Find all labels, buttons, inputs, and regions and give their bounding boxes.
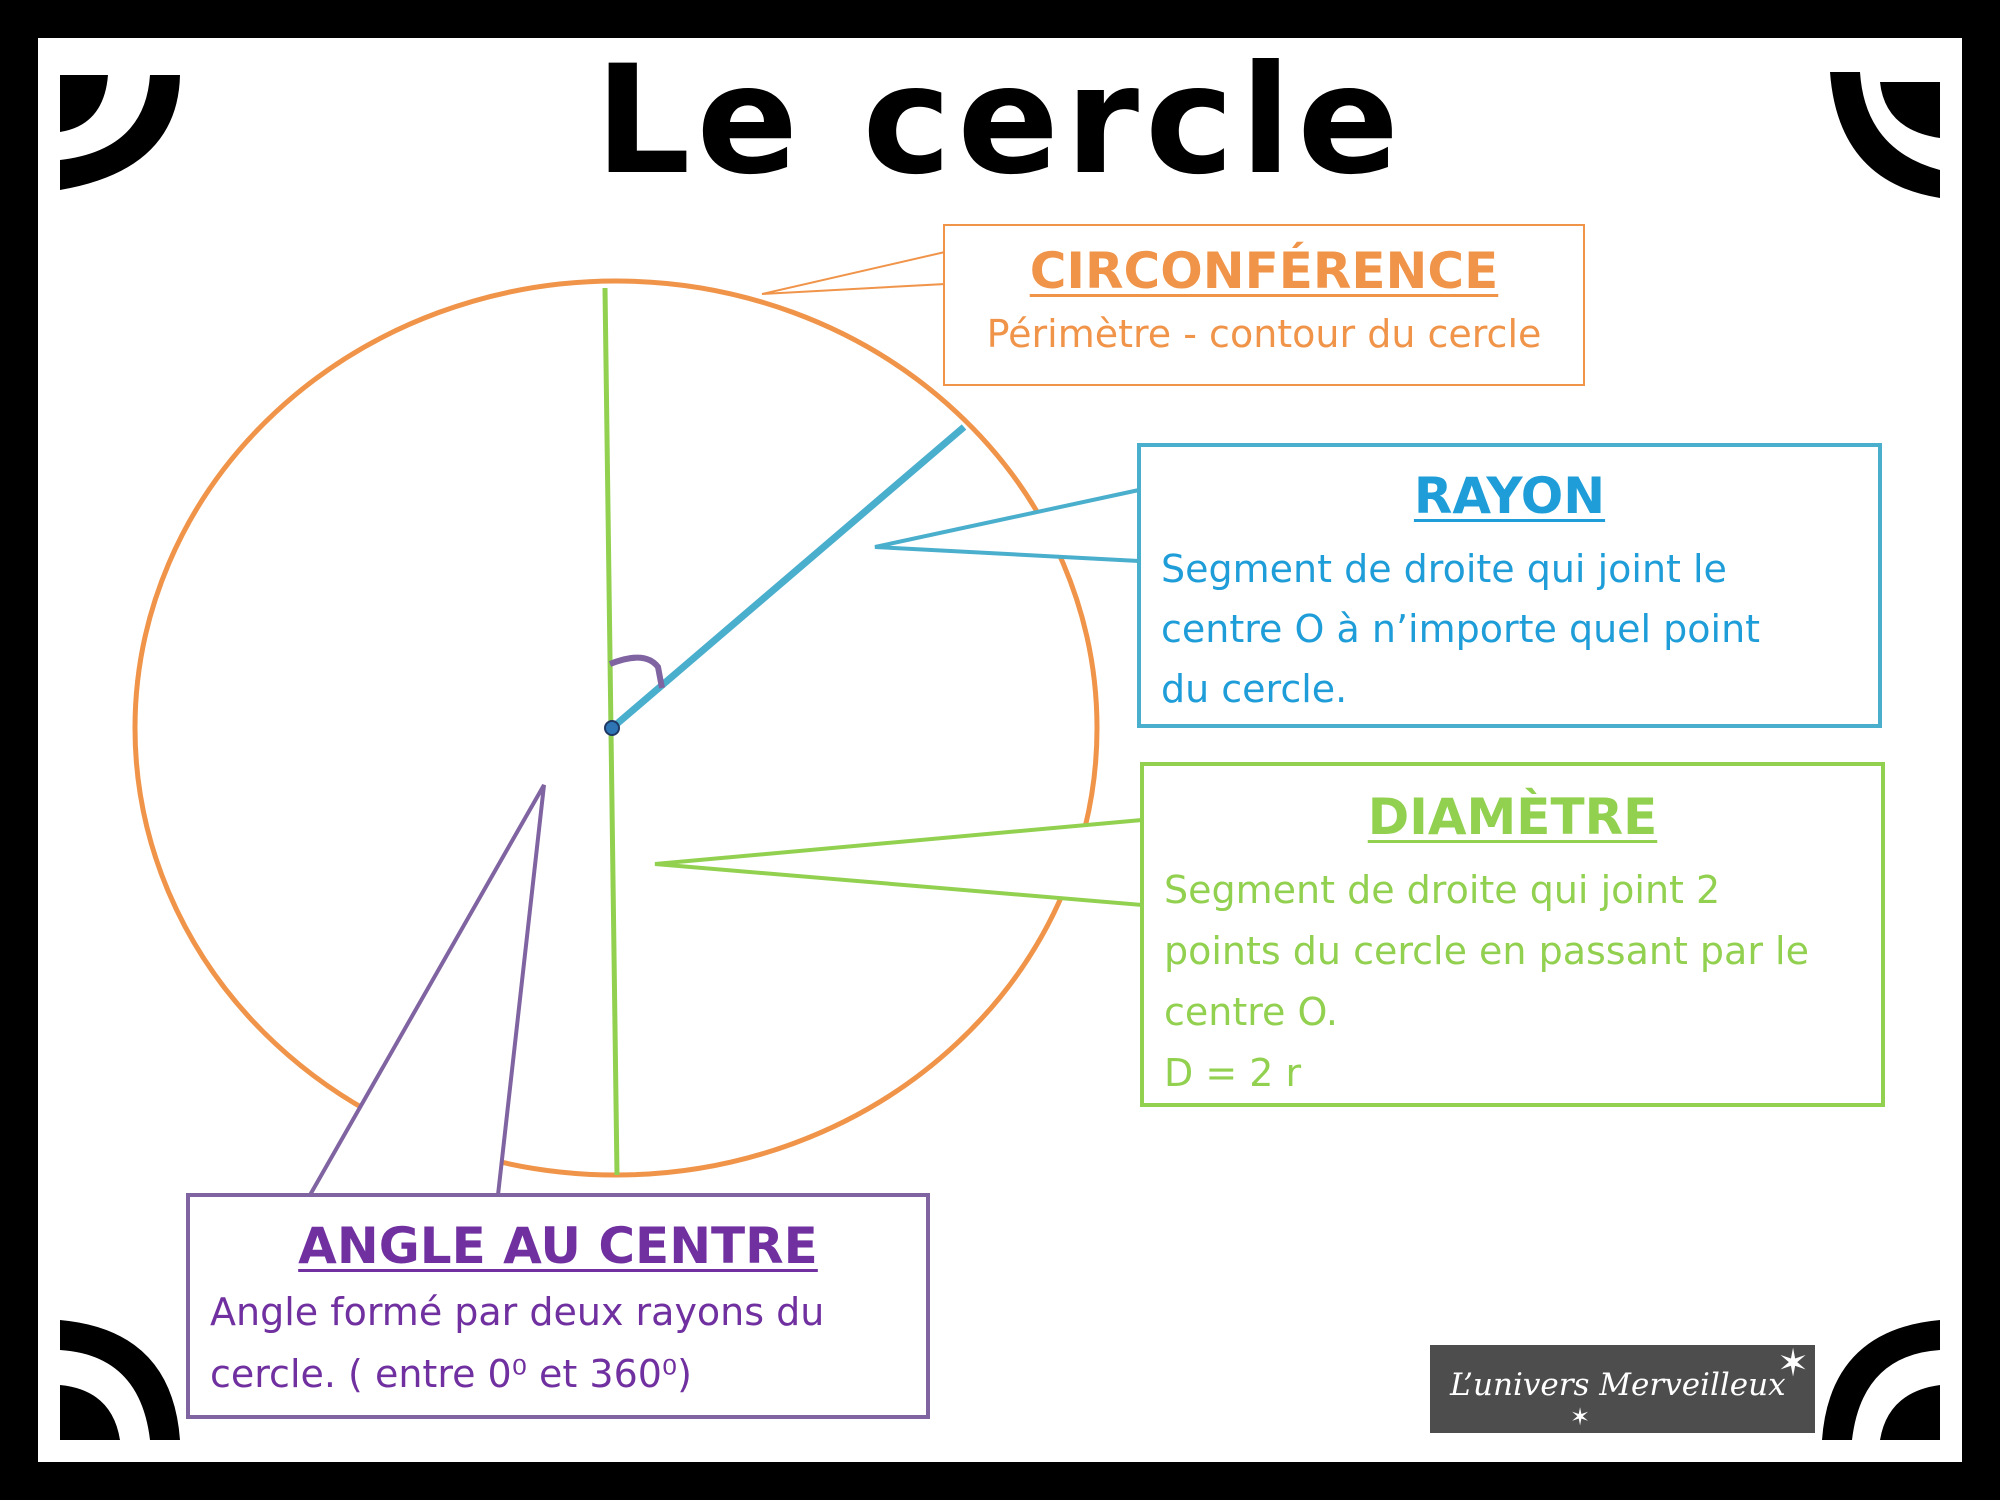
star-icon: ✶ bbox=[1777, 1341, 1809, 1385]
angle-marker bbox=[608, 654, 665, 689]
radius-pointer bbox=[874, 487, 1141, 564]
diameter-callout: DIAMÈTRE Segment de droite qui joint 2 p… bbox=[1140, 762, 1885, 1107]
angle-pointer bbox=[306, 784, 546, 1197]
diameter-line-text: centre O. bbox=[1164, 990, 1338, 1034]
radius-heading: RAYON bbox=[1413, 467, 1606, 525]
angle-description: Angle formé par deux rayons du cercle. (… bbox=[210, 1281, 926, 1405]
circumference-pointer bbox=[761, 250, 946, 295]
circumference-line: Périmètre - contour du cercle bbox=[986, 312, 1542, 356]
radius-line-text: centre O à n’importe quel point bbox=[1161, 607, 1761, 651]
diameter-line-text: Segment de droite qui joint 2 bbox=[1164, 868, 1721, 912]
circumference-callout: CIRCONFÉRENCE Périmètre - contour du cer… bbox=[943, 224, 1585, 386]
radius-line-text: du cercle. bbox=[1161, 667, 1348, 711]
star-icon: ✶ bbox=[1570, 1403, 1591, 1431]
circumference-description: Périmètre - contour du cercle bbox=[945, 312, 1583, 356]
corner-ornament-icon bbox=[1822, 1320, 1940, 1440]
corner-ornament-icon bbox=[1830, 72, 1940, 198]
angle-line-text: cercle. ( entre 0⁰ et 360⁰) bbox=[210, 1352, 692, 1396]
angle-callout: ANGLE AU CENTRE Angle formé par deux ray… bbox=[186, 1193, 930, 1419]
radius-line bbox=[609, 424, 967, 731]
radius-description: Segment de droite qui joint le centre O … bbox=[1161, 539, 1878, 719]
diameter-line-text: points du cercle en passant par le bbox=[1164, 929, 1809, 973]
radius-callout: RAYON Segment de droite qui joint le cen… bbox=[1137, 443, 1882, 728]
diameter-pointer bbox=[654, 817, 1144, 908]
corner-ornament-icon bbox=[60, 1320, 180, 1440]
diameter-description: Segment de droite qui joint 2 points du … bbox=[1164, 860, 1881, 1104]
radius-line-text: Segment de droite qui joint le bbox=[1161, 547, 1727, 591]
center-point bbox=[604, 720, 620, 736]
brand-name: L’univers Merveilleux bbox=[1450, 1367, 1786, 1403]
angle-line-text: Angle formé par deux rayons du bbox=[210, 1290, 825, 1334]
brand-logo: L’univers Merveilleux ✶ ✶ bbox=[1430, 1341, 1815, 1433]
diameter-heading: DIAMÈTRE bbox=[1367, 788, 1658, 846]
diameter-formula: D = 2 r bbox=[1164, 1051, 1302, 1095]
circumference-heading: CIRCONFÉRENCE bbox=[1029, 242, 1499, 300]
angle-heading: ANGLE AU CENTRE bbox=[298, 1217, 818, 1275]
page-title: Le cercle bbox=[594, 34, 1406, 208]
corner-ornament-icon bbox=[60, 75, 180, 190]
